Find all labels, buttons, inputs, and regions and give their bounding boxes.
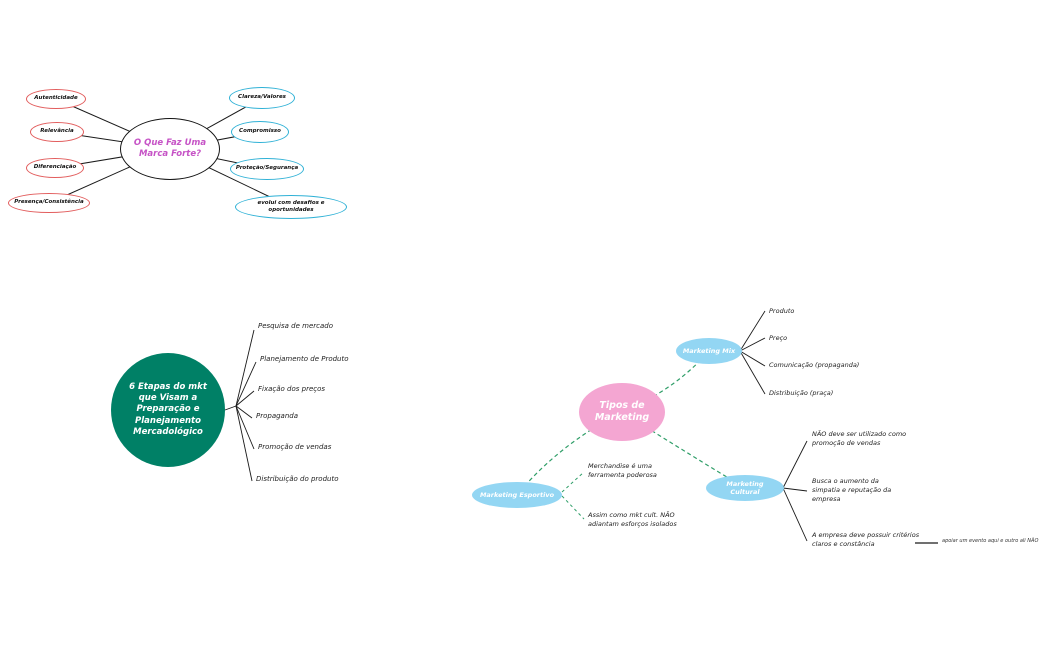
brand-map-center-node[interactable]: O Que Faz Uma Marca Forte? xyxy=(120,118,220,180)
tipos-branch-node-cultural[interactable]: Marketing Cultural xyxy=(706,475,784,501)
brand-map-right-node-protecao[interactable]: Proteção/Segurança xyxy=(230,158,304,180)
etapas-center-node[interactable]: 6 Etapas do mkt que Visam a Preparação e… xyxy=(111,353,225,467)
mix-leaf-preco[interactable]: Preço xyxy=(769,334,788,342)
esportivo-child-connectors xyxy=(561,471,585,520)
etapas-leaf-pesquisa[interactable]: Pesquisa de mercado xyxy=(258,322,334,330)
esportivo-leaf-esforcos[interactable]: Assim como mkt cult. NÃO adiantam esforç… xyxy=(588,511,677,529)
tipos-note[interactable]: apoiar um evento aqui e outro ali NÃO xyxy=(942,538,1039,544)
etapas-connectors xyxy=(224,329,257,482)
etapas-leaf-distribuicao[interactable]: Distribuição do produto xyxy=(256,475,339,483)
etapas-leaf-propaganda[interactable]: Propaganda xyxy=(256,412,299,420)
brand-map-left-node-autenticidade[interactable]: Autenticidade xyxy=(26,89,86,109)
brand-map-right-node-clareza[interactable]: Clareza/Valores xyxy=(229,87,295,109)
brand-map-right-node-compromisso[interactable]: Compromisso xyxy=(231,121,289,143)
tipos-center-node[interactable]: Tipos de Marketing xyxy=(579,383,665,441)
cultural-leaf-nao-promocao[interactable]: NÃO deve ser utilizado como promoção de … xyxy=(812,430,907,448)
mix-leaf-comunicacao[interactable]: Comunicação (propaganda) xyxy=(769,361,860,369)
etapas-leaf-fixacao[interactable]: Fixação dos preços xyxy=(258,385,326,393)
cultural-leaf-simpatia[interactable]: Busca o aumento da simpatia e reputação … xyxy=(812,477,892,504)
brand-map-left-node-presenca[interactable]: Presença/Consistência xyxy=(8,193,90,213)
mix-leaf-distribuicao[interactable]: Distribuição (praça) xyxy=(769,389,834,397)
mix-child-connectors xyxy=(739,310,766,395)
mix-leaf-produto[interactable]: Produto xyxy=(769,307,795,315)
brand-map-right-node-evolui[interactable]: evolui com desafios e oportunidades xyxy=(235,195,347,219)
tipos-branch-node-mix[interactable]: Marketing Mix xyxy=(676,338,742,364)
brand-map-left-node-diferenciacao[interactable]: Diferenciação xyxy=(26,158,84,178)
tipos-branch-node-esportivo[interactable]: Marketing Esportivo xyxy=(472,482,562,508)
esportivo-leaf-merchandise[interactable]: Merchandise é uma ferramenta poderosa xyxy=(588,462,657,480)
brand-map-left-node-relevancia[interactable]: Relevância xyxy=(30,122,84,142)
cultural-child-connectors xyxy=(782,440,938,544)
etapas-leaf-promocao[interactable]: Promoção de vendas xyxy=(258,443,332,451)
cultural-leaf-criterios[interactable]: A empresa deve possuir critérios claros … xyxy=(812,531,920,549)
etapas-leaf-planejamento[interactable]: Planejamento de Produto xyxy=(260,355,349,363)
